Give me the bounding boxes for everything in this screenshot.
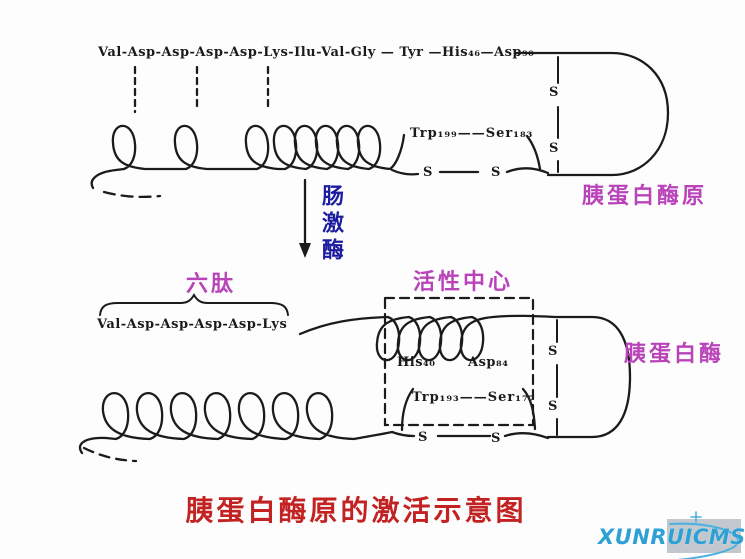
enterokinase-label: 肠激酶 <box>318 184 343 265</box>
disulfide-s-label: S <box>548 344 558 359</box>
disulfide-s-label: S <box>548 399 558 414</box>
disulfide-s-label: S <box>549 141 559 156</box>
trypsin-trp-ser-label: Trp₁₉₃——Ser₁₇₇ <box>412 390 536 405</box>
reaction-arrow <box>299 178 311 258</box>
disulfide-s-label: S <box>549 85 559 100</box>
hexapeptide-label: 六肽 <box>186 272 237 297</box>
trypsin-his-label: His₄₀ <box>397 355 436 370</box>
disulfide-s-label: S <box>423 165 433 180</box>
trypsinogen-sequence: Val-Asp-Asp-Asp-Asp-Lys-Ilu-Val-Gly — Ty… <box>98 45 535 60</box>
trypsin-chain-drawing <box>78 293 632 463</box>
disulfide-s-label: S <box>491 431 501 446</box>
hexapeptide-sequence: Val-Asp-Asp-Asp-Asp-Lys <box>97 317 288 332</box>
watermark-text: XUNRUICMS <box>598 525 745 549</box>
disulfide-s-label: S <box>491 165 501 180</box>
trypsinogen-name-label: 胰蛋白酶原 <box>582 184 708 209</box>
watermark-swoosh <box>600 511 739 559</box>
diagram-title: 胰蛋白酶原的激活示意图 <box>185 494 527 527</box>
trypsin-asp-label: Asp₈₄ <box>468 355 509 370</box>
active-center-label: 活性中心 <box>413 270 514 295</box>
trypsinogen-trp-ser-label: Trp₁₉₉——Ser₁₈₃ <box>410 126 534 141</box>
trypsinogen-chain-drawing <box>90 51 670 199</box>
disulfide-s-label: S <box>418 430 428 445</box>
watermark: XUNRUICMS <box>595 511 745 559</box>
trypsin-name-label: 胰蛋白酶 <box>624 342 725 367</box>
